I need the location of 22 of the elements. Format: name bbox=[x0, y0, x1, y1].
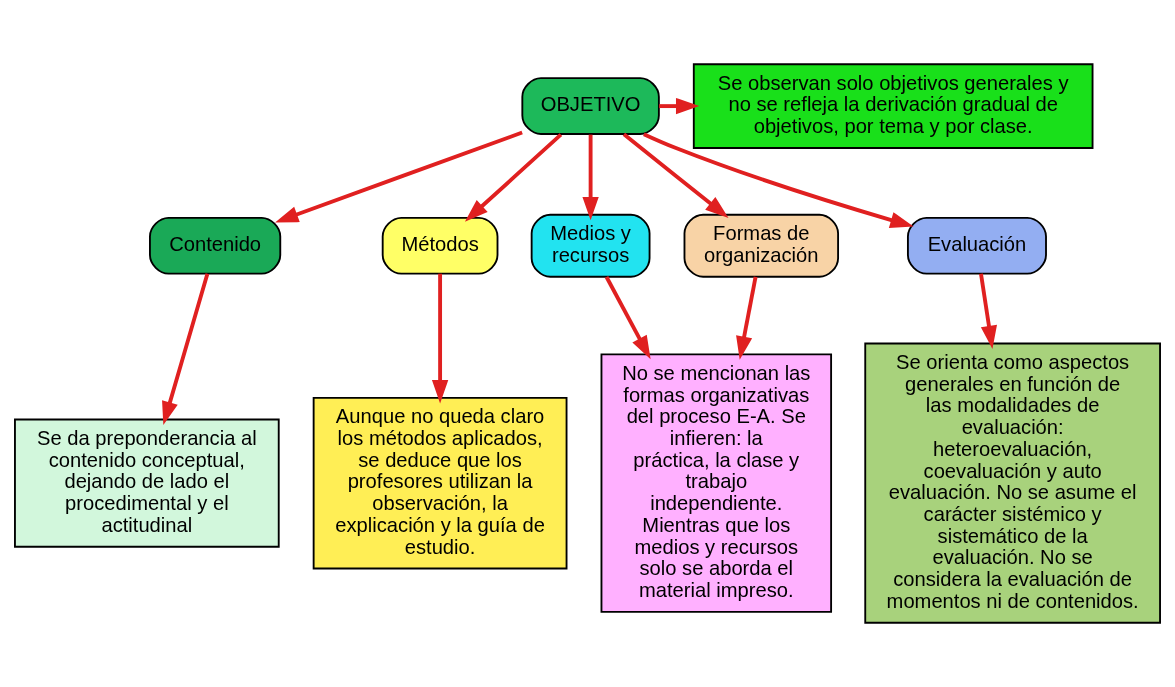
node-box: Aunque no queda claro los métodos aplicados, se deduce que los profesores utilizan la observación, la explicación y la guía de estudio. bbox=[312, 396, 568, 570]
arrow bbox=[659, 97, 700, 115]
arrow bbox=[736, 276, 758, 360]
node-box: OBJETIVO bbox=[521, 77, 660, 135]
arrow bbox=[162, 273, 210, 425]
node-box: Se da preponderancia al contenido conceptual, dejando de lado el procedimental y el actitudinal bbox=[14, 418, 280, 548]
node-box: Se orienta como aspectos generales en función de las modalidades de evaluación: heteroevaluación, coevaluación y auto evaluación. No se asume el carácter sistémico y sistemático de la evaluación. No se considera la evaluación de momentos ni de contenidos. bbox=[864, 342, 1161, 624]
node-box: Métodos bbox=[381, 216, 499, 275]
node-box: No se mencionan las formas organizativas del proceso E-A. Se infieren: la práctica, la clase y trabajo independiente. Mientras que los medios y recursos solo se aborda el material impreso. bbox=[600, 353, 833, 613]
node-box: Formas de organización bbox=[683, 213, 839, 278]
arrow bbox=[604, 276, 651, 360]
node-box: Se observan solo objetivos generales y no se refleja la derivación gradual de objetivos, por tema y por clase. bbox=[692, 63, 1094, 149]
arrow bbox=[275, 130, 523, 223]
node-box: Evaluación bbox=[907, 216, 1047, 275]
arrow bbox=[464, 133, 563, 222]
arrow bbox=[431, 273, 449, 404]
arrow bbox=[643, 132, 914, 228]
arrow bbox=[582, 134, 599, 221]
node-box: Medios y recursos bbox=[530, 213, 651, 278]
node-box: Contenido bbox=[149, 216, 282, 275]
arrow bbox=[979, 273, 997, 349]
arrow bbox=[622, 132, 729, 218]
